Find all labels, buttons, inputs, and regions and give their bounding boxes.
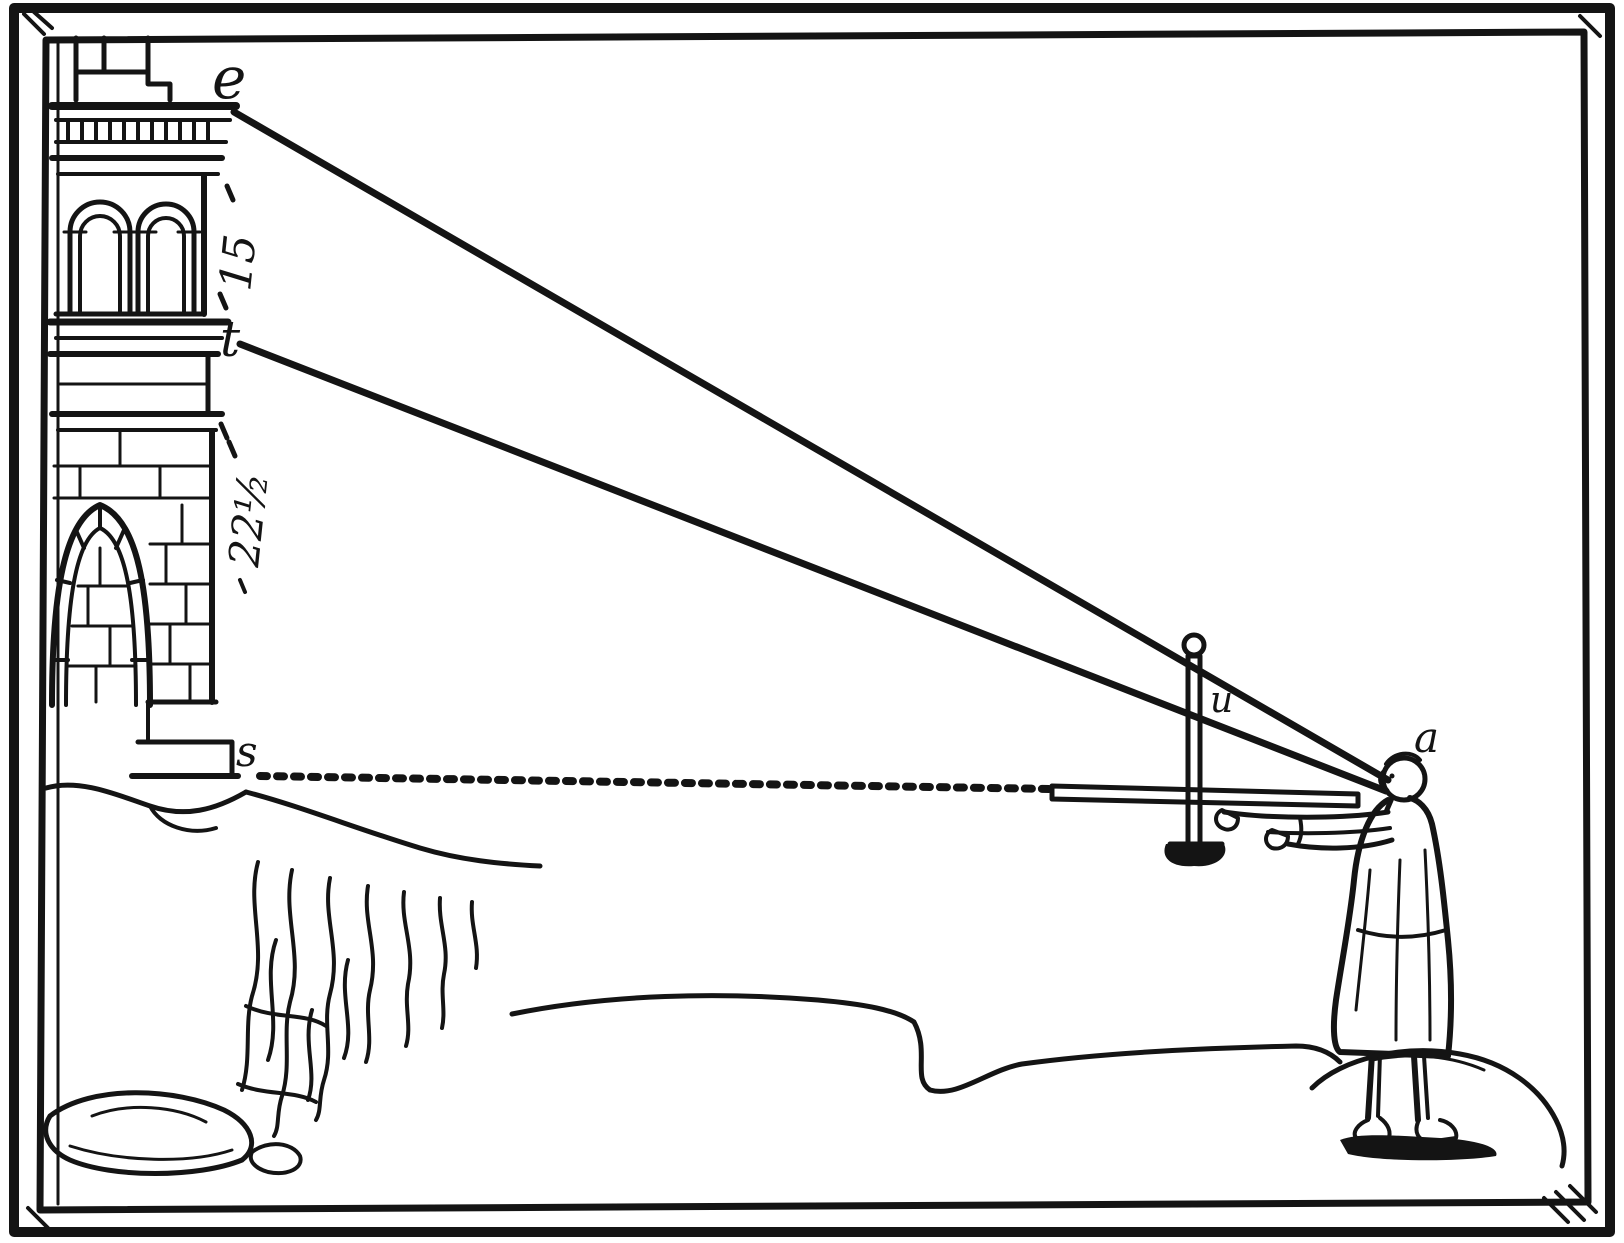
tick-mark — [224, 183, 236, 203]
grass-stroke — [342, 958, 351, 1060]
small-stone — [248, 1142, 303, 1175]
grass-stroke — [272, 868, 297, 1138]
label-lower-measure: 22½ — [219, 470, 278, 570]
label-vane-point: u — [1210, 680, 1233, 721]
legs — [1365, 1051, 1421, 1123]
hand-back — [1264, 828, 1290, 851]
arch-window-outer — [135, 201, 197, 317]
labels: e 15 t 22½ s u a — [210, 44, 1439, 776]
voussoir-joints — [52, 503, 148, 662]
label-top-point: e — [212, 44, 246, 112]
measuring-staff-rod — [1049, 783, 1361, 809]
horizontal-dotted-line — [256, 772, 1056, 793]
arch-window-outer — [67, 199, 133, 317]
ground-line-left — [43, 782, 249, 815]
tick-mark — [218, 421, 230, 441]
molding — [49, 411, 225, 432]
hand-front — [1214, 808, 1240, 832]
ground-line-middle — [509, 993, 1343, 1094]
legs-inner-lines — [1376, 1052, 1430, 1120]
sighting-vane — [1185, 653, 1203, 847]
mound-right — [1309, 1048, 1567, 1169]
grass-wisps — [236, 1004, 328, 1104]
label-mid-point: t — [220, 310, 241, 368]
ground — [43, 782, 1567, 1176]
dentils — [66, 120, 210, 142]
label-upper-measure: 15 — [210, 232, 267, 293]
cross-staff-instrument — [1164, 632, 1226, 867]
cornice-top — [48, 102, 240, 176]
mound-inner-line — [1370, 1054, 1486, 1072]
grass-stroke — [266, 938, 278, 1062]
head — [1380, 755, 1428, 803]
grass-stroke — [306, 1008, 314, 1102]
rock-inner-lines — [68, 1106, 234, 1161]
stone-courses — [52, 464, 212, 500]
ground-shadow — [1340, 1135, 1497, 1161]
infill-courses — [66, 584, 138, 668]
window-arcade — [53, 173, 207, 317]
rocks-bottom-left — [43, 1090, 303, 1176]
tick-mark — [238, 578, 247, 594]
tick-mark — [226, 439, 238, 459]
vane-knob — [1181, 632, 1207, 658]
grass-stroke — [401, 890, 413, 1048]
cornice-mid — [46, 318, 232, 357]
grass-stroke — [469, 900, 479, 970]
stone-joints — [164, 503, 192, 704]
doorway-arch — [49, 502, 153, 708]
sight-line-top — [230, 108, 1392, 784]
infill-joints — [86, 546, 112, 704]
step-edge — [135, 739, 235, 779]
belt — [1356, 928, 1448, 939]
frame-corner-hatches — [22, 10, 1602, 1230]
vane-foot — [1164, 844, 1226, 867]
stone-courses — [148, 542, 214, 666]
arm-lower — [1285, 837, 1395, 851]
surveyor-figure — [1214, 751, 1497, 1161]
label-base-point: s — [236, 727, 258, 776]
frame-outer-border — [9, 3, 1615, 1237]
grass-stroke — [364, 884, 375, 1064]
sight-line-mid — [236, 340, 1390, 795]
rock-outline — [43, 1090, 255, 1176]
arm-upper-lower-edge — [1266, 826, 1392, 836]
measure-ticks — [217, 183, 247, 594]
eye — [1389, 773, 1395, 779]
hillock-outline — [243, 789, 543, 869]
sleeve-fold — [1296, 816, 1304, 846]
ground-bump — [148, 804, 218, 833]
drapery-folds — [1354, 848, 1432, 1042]
masonry-wall — [52, 429, 215, 705]
cap — [1384, 751, 1422, 766]
base-steps — [129, 699, 241, 779]
robe-outline — [1330, 795, 1454, 1059]
arm-upper — [1221, 809, 1391, 820]
building-tower — [46, 35, 241, 779]
grass-stroke — [240, 860, 260, 1092]
nose — [1378, 770, 1386, 789]
grass-tufts — [236, 860, 479, 1138]
label-eye-point: a — [1414, 713, 1439, 762]
stone-joints — [78, 430, 162, 500]
grass-stroke — [314, 876, 336, 1122]
tick-mark — [217, 291, 229, 311]
grass-stroke — [437, 896, 448, 1030]
sight-lines — [230, 108, 1392, 809]
frame — [9, 3, 1615, 1237]
tower-upper-stub — [73, 35, 173, 103]
